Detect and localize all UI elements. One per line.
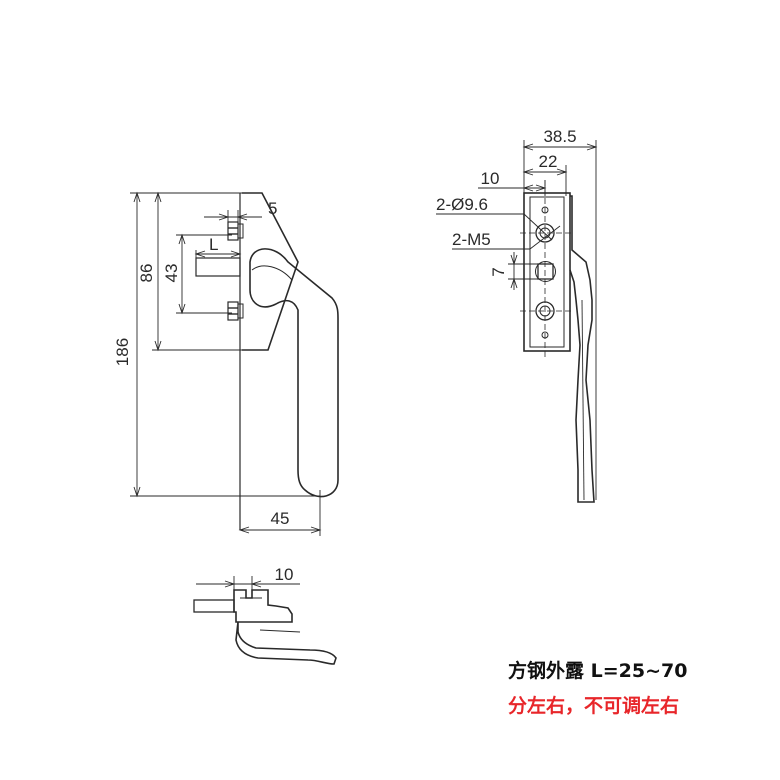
label-dim-5: 5 [268,199,277,218]
dim-86-lines [152,191,244,352]
side-handle-lever [569,195,595,503]
dim-7-lines [508,252,538,290]
dim-38-5-lines [522,140,598,500]
label-dim-186: 186 [113,338,132,366]
dim-L-lines [194,250,242,258]
label-dim-22: 22 [539,152,558,171]
label-dim-7: 7 [489,267,508,276]
label-dim-hole: 2-Ø9.6 [436,195,488,214]
label-dim-10-bottom: 10 [275,565,294,584]
side-hole-top [535,223,555,243]
label-dim-thread: 2-M5 [452,230,491,249]
note-spindle-exposure: 方钢外露 L=25~70 [508,659,687,682]
bottom-view [193,576,337,665]
bottom-base-block [233,589,293,623]
side-handle-ridge [581,299,585,501]
label-dim-43: 43 [162,264,181,283]
bottom-handle [235,621,337,665]
dim-5-lines [204,210,262,224]
dim-43-lines [176,233,232,315]
label-dim-45: 45 [271,509,290,528]
note-handedness: 分左右，不可调左右 [508,694,679,717]
dim-10-bottom-lines [196,576,300,592]
front-square-spindle [195,257,241,277]
front-view [130,191,339,536]
front-handle-inner-edge [251,265,293,281]
dim-45-lines [238,490,322,536]
front-screw-top [227,221,244,241]
dim-22-lines [522,165,568,196]
label-dim-86: 86 [137,264,156,283]
side-base-plate-inner [529,196,565,348]
dim-186-lines [130,191,320,498]
side-view [436,140,598,503]
side-spindle-square [537,263,554,280]
label-dim-L: L [209,235,218,254]
front-base-plate [242,192,299,351]
front-handle-body [249,248,339,498]
bottom-spindle [193,599,235,613]
label-dim-10-side: 10 [481,169,500,188]
dim-10-side-lines [478,180,547,196]
label-dim-38-5: 38.5 [543,127,576,146]
front-screw-bottom [227,301,244,321]
side-base-plate [523,192,571,352]
